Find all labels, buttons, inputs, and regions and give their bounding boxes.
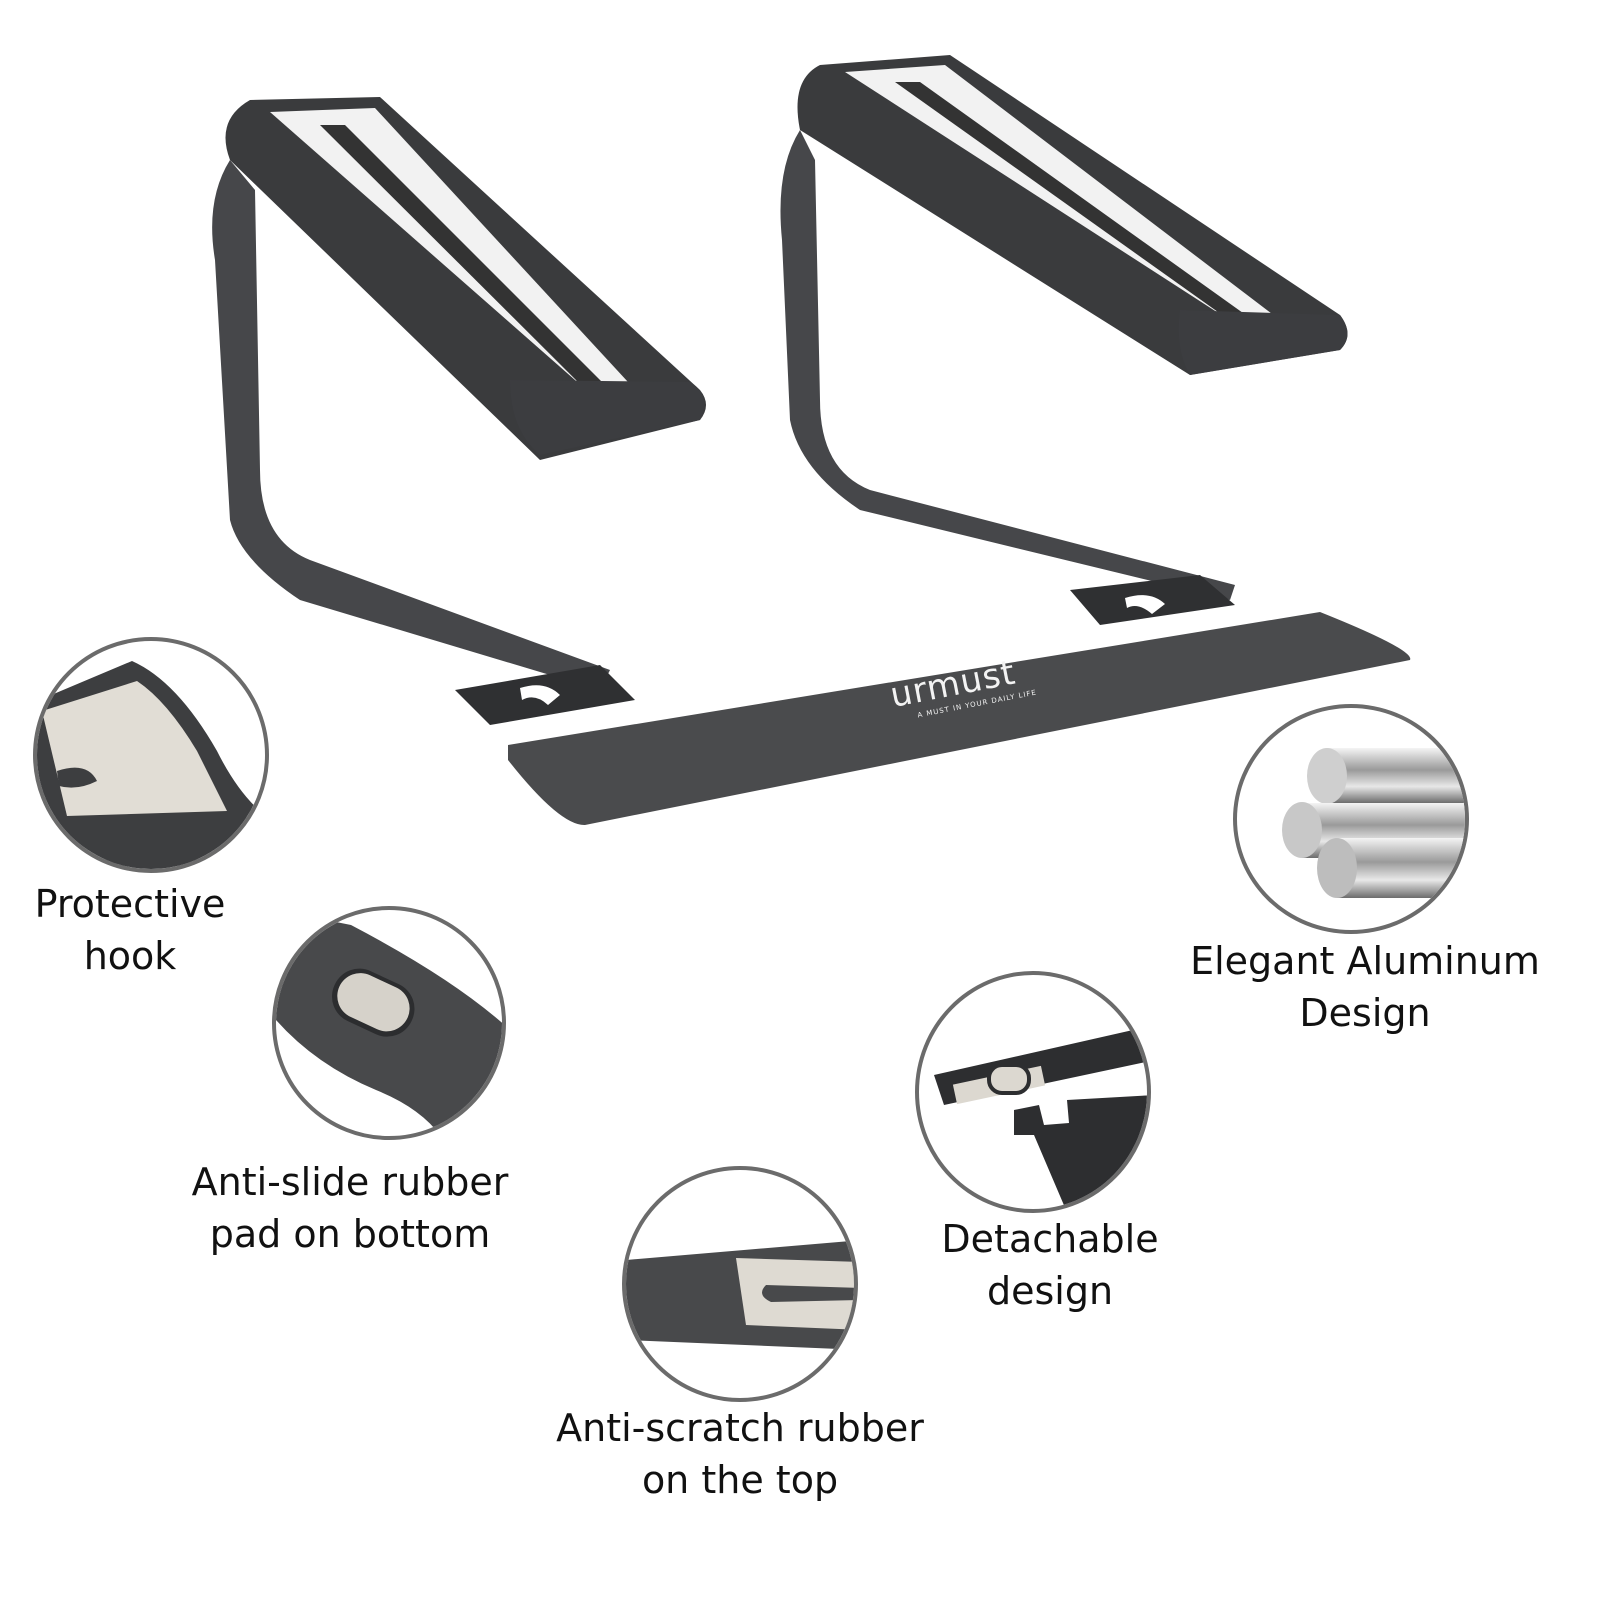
left-stand-leg [212, 97, 706, 725]
feature-label-aluminum: Elegant Aluminum Design [1190, 939, 1540, 1035]
aluminum-detail-circle [1233, 704, 1469, 934]
rubber-pad-icon [276, 910, 502, 1136]
feature-label-detachable: Detachable design [941, 1217, 1159, 1313]
feature-label-protective-hook: Protective hook [34, 882, 226, 978]
feature-label-anti-slide: Anti-slide rubber pad on bottom [191, 1160, 509, 1256]
anti-scratch-detail-circle [622, 1166, 858, 1402]
aluminum-rods-icon [1282, 748, 1465, 898]
anti-slide-detail-circle [272, 906, 506, 1140]
feature-label-anti-scratch: Anti-scratch rubber on the top [556, 1406, 924, 1502]
detachable-detail-circle [915, 971, 1151, 1213]
anti-scratch-pad-icon [626, 1240, 854, 1350]
protective-hook-icon [37, 661, 265, 869]
right-stand-leg [780, 55, 1348, 625]
protective-hook-detail-circle [33, 637, 269, 873]
detachable-joint-icon [934, 1026, 1147, 1209]
crossbar [508, 612, 1411, 826]
